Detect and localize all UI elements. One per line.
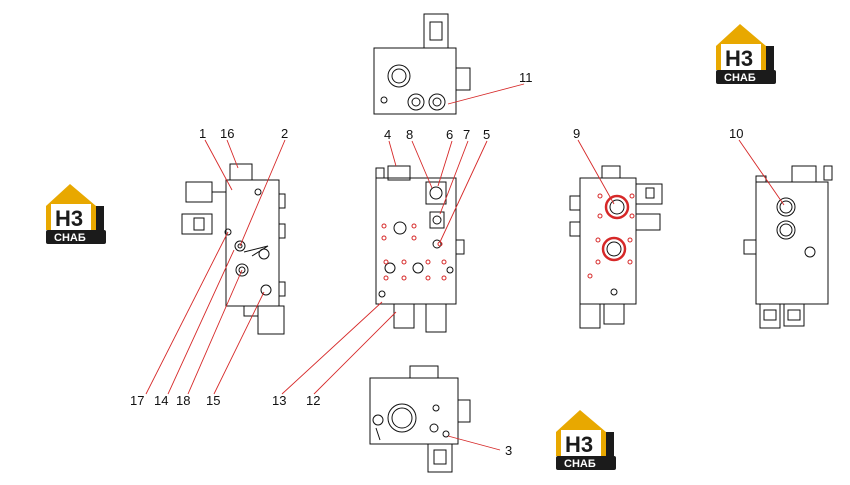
- callout-1: 1: [199, 126, 206, 141]
- callout-5: 5: [483, 127, 490, 142]
- callout-7: 7: [463, 127, 470, 142]
- callout-4: 4: [384, 127, 391, 142]
- bottom-view: [369, 365, 471, 473]
- callout-9: 9: [573, 126, 580, 141]
- right-view: [743, 165, 833, 329]
- callout-13: 13: [272, 393, 286, 408]
- callout-8: 8: [406, 127, 413, 142]
- logo-left: H3 CHAБ: [46, 184, 106, 244]
- logo-word: CHAБ: [564, 458, 596, 470]
- logo-letters: H3: [55, 206, 83, 231]
- logo-bottom: H3 CHAБ: [556, 410, 616, 470]
- top-view: [373, 13, 471, 115]
- highlight-view: [569, 165, 663, 329]
- callout-10: 10: [729, 126, 743, 141]
- callout-14: 14: [154, 393, 168, 408]
- callout-11: 11: [519, 70, 533, 85]
- front-view: [375, 165, 465, 333]
- callout-6: 6: [446, 127, 453, 142]
- logo-top-right: H3 CHAБ: [716, 24, 776, 84]
- highlighted-ports: [587, 193, 635, 279]
- logo-letters: H3: [565, 432, 593, 457]
- callout-2: 2: [281, 126, 288, 141]
- callout-3: 3: [505, 443, 512, 458]
- left-view: [181, 163, 286, 335]
- logo-letters: H3: [725, 46, 753, 71]
- callout-labels: 11 1 16 2 4 8 6 7 5 9 10 17 14 18 15 13 …: [130, 70, 743, 458]
- callout-17: 17: [130, 393, 144, 408]
- leader-lines: [145, 83, 785, 451]
- logo-word: CHAБ: [724, 72, 756, 84]
- callout-16: 16: [220, 126, 234, 141]
- front-view-ports: [381, 223, 447, 281]
- callout-12: 12: [306, 393, 320, 408]
- callout-18: 18: [176, 393, 190, 408]
- callout-15: 15: [206, 393, 220, 408]
- logo-word: CHAБ: [54, 232, 86, 244]
